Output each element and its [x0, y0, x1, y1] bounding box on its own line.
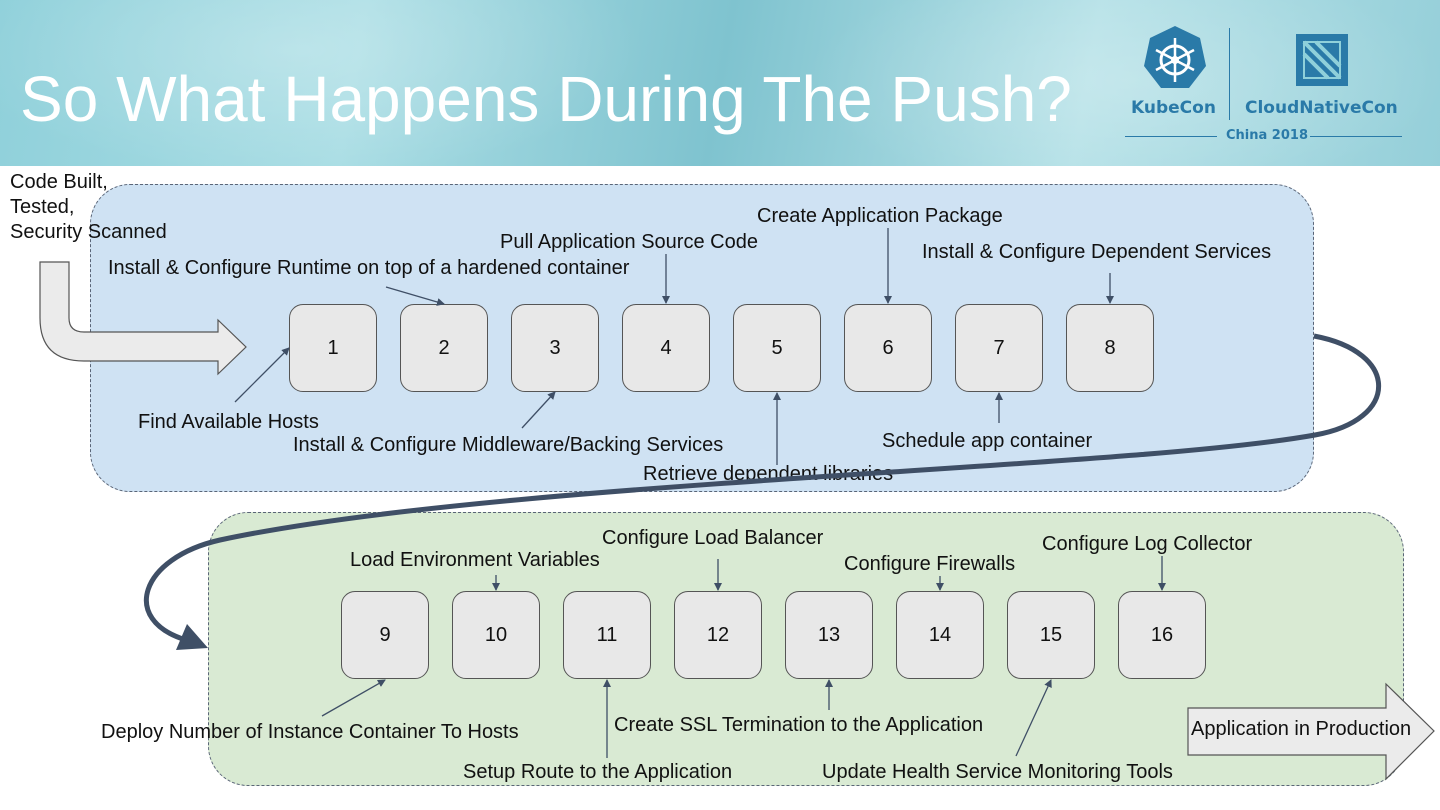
label-load-balancer: Configure Load Balancer — [602, 527, 824, 549]
label-dependent-services: Install & Configure Dependent Services — [922, 241, 1272, 263]
label-middleware: Install & Configure Middleware/Backing S… — [293, 434, 724, 456]
step-box-10: 10 — [452, 591, 540, 679]
loop-arrowhead — [176, 624, 208, 650]
production-arrow — [1187, 682, 1435, 781]
step-box-15: 15 — [1007, 591, 1095, 679]
entry-arrow — [39, 261, 247, 376]
step-box-16: 16 — [1118, 591, 1206, 679]
step-box-2: 2 — [400, 304, 488, 392]
slide-title: So What Happens During The Push? — [20, 63, 1072, 135]
step-box-9: 9 — [341, 591, 429, 679]
header-banner: So What Happens During The Push? KubeCon… — [0, 0, 1440, 166]
step-box-8: 8 — [1066, 304, 1154, 392]
label-firewalls: Configure Firewalls — [844, 553, 1016, 575]
step-box-12: 12 — [674, 591, 762, 679]
cloudnativecon-logo-text: CloudNativeCon — [1245, 98, 1398, 118]
logo-divider — [1229, 28, 1230, 120]
event-year-label: China 2018 — [1226, 128, 1308, 143]
label-create-package: Create Application Package — [757, 205, 1003, 227]
connector-9 — [321, 679, 386, 717]
label-ssl: Create SSL Termination to the Applicatio… — [614, 714, 984, 736]
connector-2 — [385, 286, 445, 306]
step-box-13: 13 — [785, 591, 873, 679]
step-box-7: 7 — [955, 304, 1043, 392]
step-box-5: 5 — [733, 304, 821, 392]
kubecon-logo-text: KubeCon — [1131, 98, 1216, 118]
kubernetes-wheel-icon — [1144, 26, 1206, 88]
label-pull-source: Pull Application Source Code — [500, 231, 758, 253]
label-health: Update Health Service Monitoring Tools — [822, 761, 1173, 783]
logo-rule-right — [1310, 136, 1402, 137]
label-retrieve-libs: Retrieve dependent libraries — [643, 463, 894, 485]
connector-1 — [234, 347, 290, 403]
step-box-1: 1 — [289, 304, 377, 392]
loop-arrow — [143, 333, 1382, 643]
step-box-11: 11 — [563, 591, 651, 679]
label-route: Setup Route to the Application — [463, 761, 733, 783]
label-log-collector: Configure Log Collector — [1042, 533, 1253, 555]
intro-label: Code Built, Tested, Security Scanned — [10, 171, 167, 243]
label-production: Application in Production — [1191, 718, 1412, 740]
cncf-logo-icon — [1296, 34, 1348, 86]
step-box-14: 14 — [896, 591, 984, 679]
label-runtime: Install & Configure Runtime on top of a … — [108, 257, 630, 279]
label-schedule: Schedule app container — [882, 430, 1093, 452]
connector-15 — [1015, 679, 1052, 757]
label-env-vars: Load Environment Variables — [350, 549, 600, 571]
label-deploy: Deploy Number of Instance Container To H… — [101, 721, 519, 743]
logo-rule-left — [1125, 136, 1217, 137]
label-find-hosts: Find Available Hosts — [138, 411, 319, 433]
connector-3 — [521, 391, 556, 429]
step-box-6: 6 — [844, 304, 932, 392]
step-box-4: 4 — [622, 304, 710, 392]
step-box-3: 3 — [511, 304, 599, 392]
